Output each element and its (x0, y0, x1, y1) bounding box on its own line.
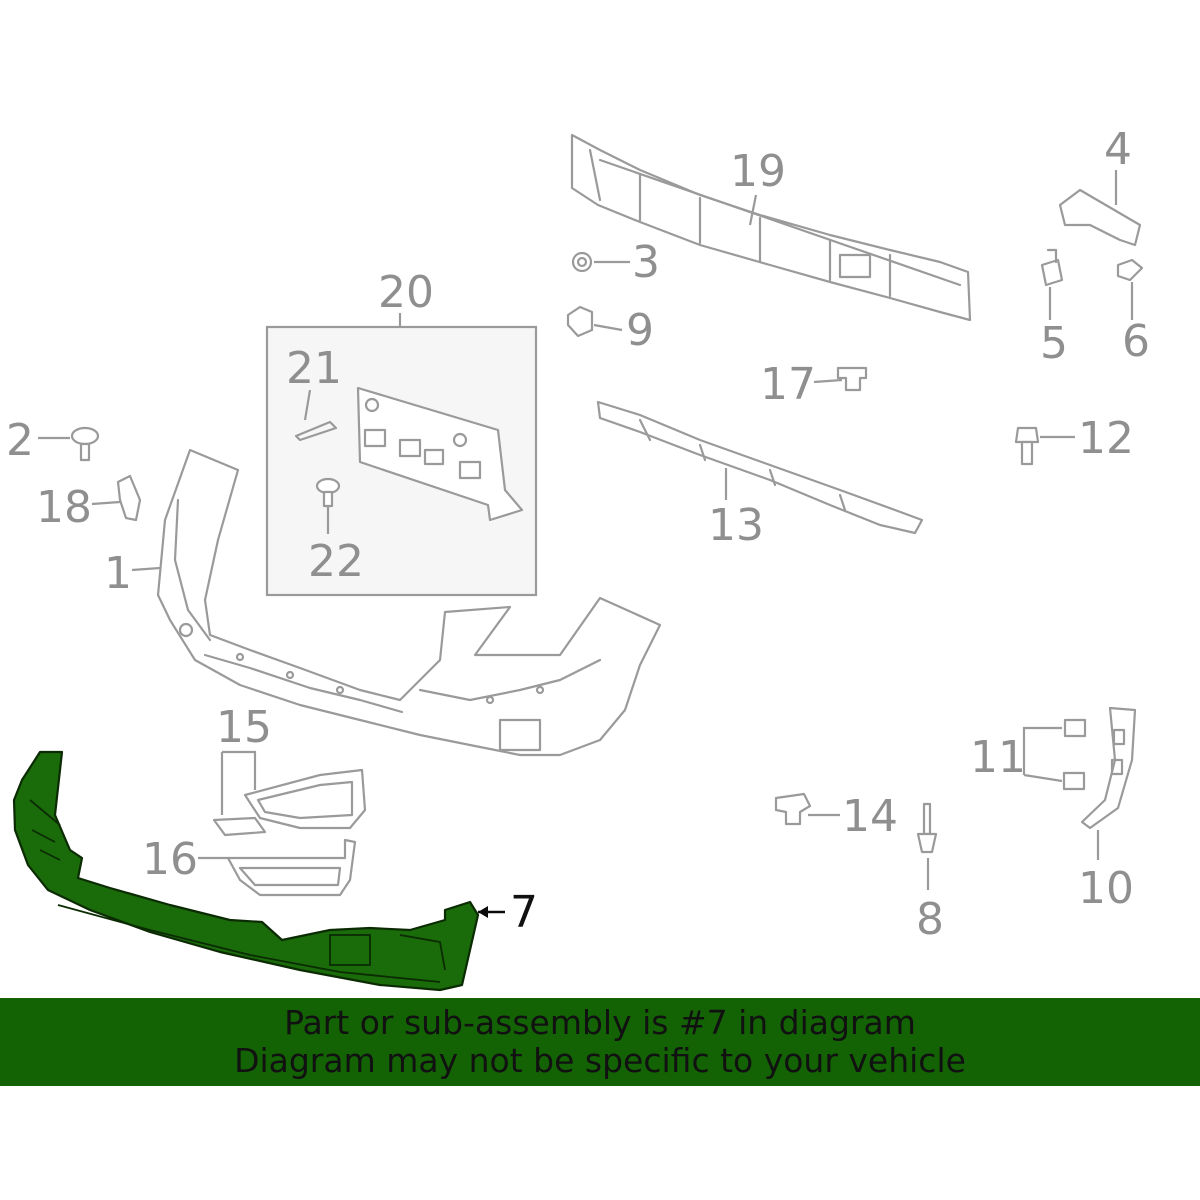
callout-7: 7 (510, 887, 538, 938)
callout-10: 10 (1078, 863, 1134, 914)
part-19-absorber[interactable] (570, 133, 972, 322)
callout-18: 18 (36, 482, 92, 533)
part-20-license-bracket-group[interactable] (265, 325, 538, 597)
part-1-bumper-cover[interactable] (156, 448, 662, 757)
callout-8: 8 (916, 894, 944, 945)
part-18-bracket[interactable] (116, 474, 142, 522)
part-7-lower-valance[interactable] (12, 750, 480, 992)
part-10-bracket[interactable] (1080, 706, 1137, 830)
callout-21: 21 (286, 343, 342, 394)
leader-lines (38, 170, 1134, 918)
callout-labels: 19 4 3 5 6 20 9 21 17 2 12 18 13 22 1 15… (6, 124, 1150, 945)
part-13-support[interactable] (596, 400, 924, 535)
part-4-bracket[interactable] (1058, 188, 1142, 247)
part-5-bolt[interactable] (1040, 248, 1064, 287)
callout-3: 3 (632, 237, 660, 288)
part-2-push-clip[interactable] (70, 426, 100, 462)
callout-6: 6 (1122, 316, 1150, 367)
callout-19: 19 (730, 146, 786, 197)
callout-4: 4 (1104, 124, 1132, 175)
callout-2: 2 (6, 415, 34, 466)
callout-5: 5 (1040, 318, 1068, 369)
banner-line-part-number: Part or sub-assembly is #7 in diagram (284, 1003, 916, 1042)
callout-15: 15 (216, 702, 272, 753)
part-8-pin[interactable] (916, 802, 938, 854)
part-16-trim[interactable] (226, 838, 357, 897)
part-15-grille[interactable] (212, 768, 367, 837)
callout-9: 9 (626, 305, 654, 356)
callout-14: 14 (842, 791, 898, 842)
callout-17: 17 (760, 359, 816, 410)
banner-line-disclaimer: Diagram may not be specific to your vehi… (234, 1041, 966, 1080)
part-14-clip[interactable] (774, 792, 812, 826)
callout-13: 13 (708, 500, 764, 551)
callout-11: 11 (970, 732, 1026, 783)
part-3-nut[interactable] (571, 251, 593, 273)
part-6-clip[interactable] (1116, 258, 1144, 282)
info-banner: Part or sub-assembly is #7 in diagram Di… (0, 998, 1200, 1086)
callout-20: 20 (378, 267, 434, 318)
part-12-bolt[interactable] (1014, 426, 1040, 466)
callout-16: 16 (142, 834, 198, 885)
part-9-clip[interactable] (566, 305, 594, 338)
part-17-clip[interactable] (836, 366, 868, 392)
callout-1: 1 (104, 548, 132, 599)
part-11-clips[interactable] (1062, 718, 1087, 791)
callout-12: 12 (1078, 413, 1134, 464)
callout-22: 22 (308, 536, 364, 587)
